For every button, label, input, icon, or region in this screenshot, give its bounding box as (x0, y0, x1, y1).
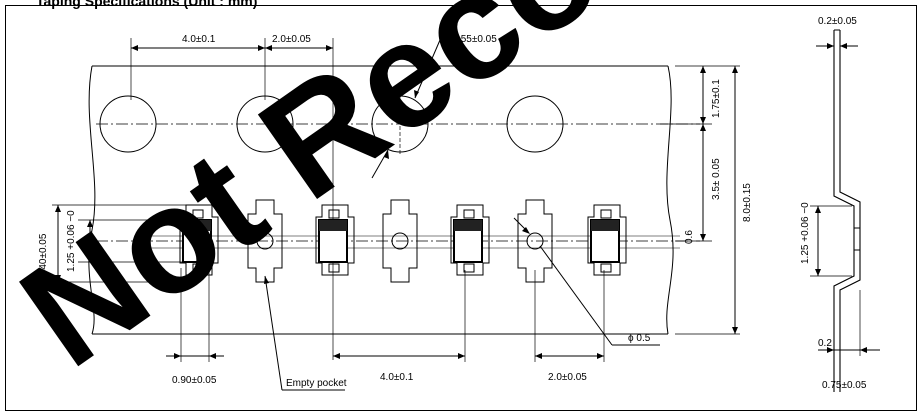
pocket-length-label: 2.40±0.05 (38, 233, 49, 278)
dim-pocket-width-bottom (166, 353, 224, 359)
pocket-width-bottom-label: 0.90±0.05 (172, 375, 217, 386)
tape-right-break (666, 65, 674, 335)
leader-arrow (414, 90, 419, 98)
watermark: Not Recommended for New Design (0, 0, 922, 398)
dim-tape-width (732, 66, 738, 334)
side-total-label: 0.75±0.05 (822, 380, 867, 391)
side-height-label: 1.25 +0.06 −0 (800, 202, 811, 264)
small-gap-label: 0.6 (684, 230, 695, 244)
side-flange-label: 0.2 (818, 338, 832, 349)
hole-diameter-label: ϕ 1.55±0.05 (444, 34, 497, 45)
center-hole-label: ϕ 0.5 (628, 333, 651, 344)
dim-hole-to-pocket (265, 45, 333, 51)
component-pocket (587, 204, 627, 276)
frame (5, 5, 917, 411)
leader-arrow (522, 227, 530, 234)
dim-hole-row-offset (700, 66, 706, 124)
dim-pocket-width (87, 220, 93, 262)
pocket-width-label: 1.25 +0.06 −0 (66, 210, 77, 272)
dim-half-pitch (535, 353, 604, 359)
empty-pocket (247, 199, 283, 283)
leader-arrow (384, 150, 389, 159)
pockets (179, 199, 627, 283)
hole-diameter-leader (414, 39, 441, 99)
component-pocket (450, 204, 490, 276)
tape-width-label: 8.0±0.15 (742, 183, 753, 222)
sprocket-hole (99, 95, 157, 153)
tape-side-profile (833, 29, 861, 392)
tape-left-break (88, 65, 96, 335)
empty-pocket-label: Empty pocket (286, 378, 347, 389)
dim-pocket-pitch (333, 353, 465, 359)
sprocket-hole (506, 95, 564, 153)
dim-side-total (818, 290, 880, 356)
dim-sprocket-pitch (131, 45, 265, 51)
watermark-line-1: Not Recommended for New Design (0, 0, 922, 398)
row-spacing-label: 3.5± 0.05 (711, 158, 722, 200)
empty-pocket (382, 199, 418, 283)
leader-arrow (264, 276, 269, 284)
component-pocket (315, 204, 355, 276)
dim-tape-thickness (816, 43, 858, 49)
pocket-pitch-label: 4.0±0.1 (380, 372, 414, 383)
diagram-title: Taping Specifications (Unit : mm) (36, 0, 258, 9)
component-pocket (179, 204, 219, 276)
half-pitch-label: 2.0±0.05 (548, 372, 587, 383)
tape-thickness-label: 0.2±0.05 (818, 16, 857, 27)
sprocket-pitch-label: 4.0±0.1 (182, 34, 216, 45)
dim-side-height (815, 206, 821, 276)
hole-row-offset-label: 1.75±0.1 (711, 79, 722, 118)
center-hole-leader-2 (539, 245, 613, 346)
empty-pocket (517, 199, 553, 283)
dim-row-spacing (700, 124, 706, 241)
hole-to-pocket-label: 2.0±0.05 (272, 34, 311, 45)
dim-pocket-length (55, 205, 61, 282)
empty-pocket-leader (264, 275, 283, 391)
